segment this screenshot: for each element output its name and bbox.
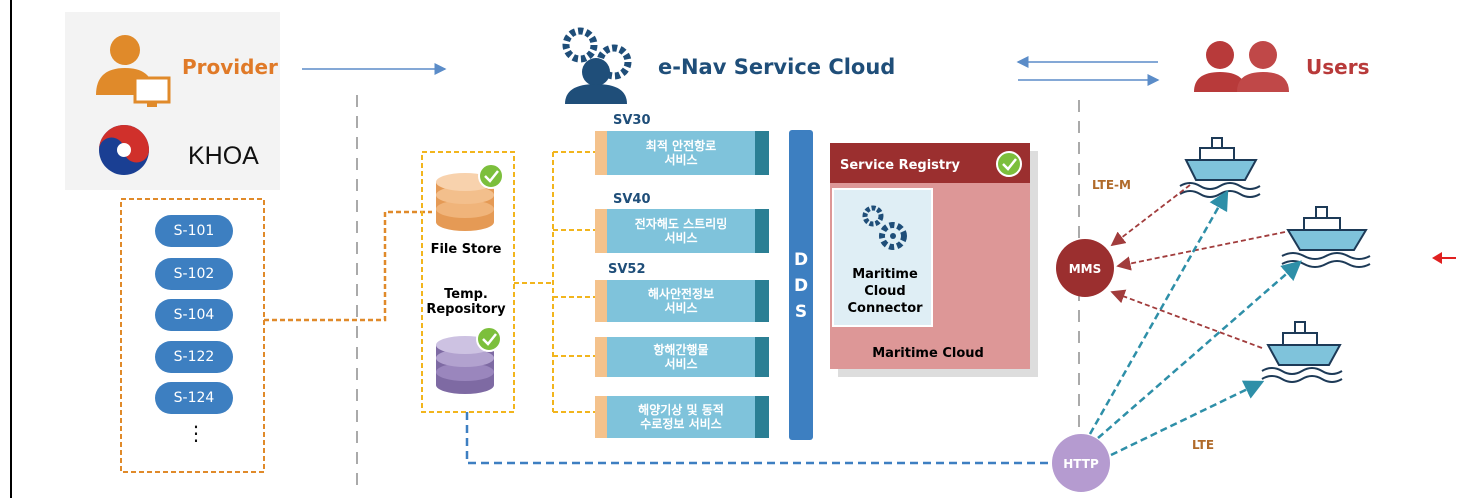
file-store-label: File Store xyxy=(430,242,502,257)
product-pill: S-101 xyxy=(155,215,233,247)
provider-icon xyxy=(96,35,171,107)
khoa-label: KHOA xyxy=(188,142,259,170)
service-registry-label: Service Registry xyxy=(840,158,960,173)
maritime-cloud-label: Maritime Cloud xyxy=(872,346,984,361)
http-node xyxy=(1052,434,1110,492)
cloud-connector-label: Maritime Cloud Connector xyxy=(847,267,923,316)
product-pill: S-124 xyxy=(155,382,233,414)
provider-panel xyxy=(65,12,280,190)
temp-repository-check-icon xyxy=(476,326,502,352)
more-products-ellipsis: ⋮ xyxy=(186,421,206,445)
dds-letter: D xyxy=(793,250,809,270)
lte-m-label: LTE-M xyxy=(1092,178,1131,192)
service-name: 해양기상 및 동적 수로정보 서비스 xyxy=(638,403,724,431)
ship-icon xyxy=(1261,321,1343,383)
http-to-ship-link xyxy=(1110,380,1265,457)
service-box-sv52 xyxy=(595,280,769,322)
service-box-weather xyxy=(595,396,769,438)
service-box-sv40 xyxy=(595,209,769,253)
service-name: 전자해도 스트리밍 서비스 xyxy=(634,217,728,245)
service-branch-lines xyxy=(553,151,595,413)
http-to-ship-link xyxy=(1097,260,1302,439)
lte-label: LTE xyxy=(1192,438,1215,452)
cloud-gears-icon xyxy=(562,27,632,104)
ship-to-mms-link xyxy=(1110,184,1191,247)
file-store-check-icon xyxy=(478,163,504,189)
product-pill: S-104 xyxy=(155,299,233,331)
products-to-store-connector xyxy=(264,210,432,322)
ship-to-mms-link xyxy=(1110,289,1263,349)
khoa-logo-icon xyxy=(99,125,149,175)
cloud-title: e-Nav Service Cloud xyxy=(658,55,896,79)
http-to-ship-link xyxy=(1088,189,1229,435)
users-icon xyxy=(1194,41,1289,92)
http-label: HTTP xyxy=(1063,457,1099,471)
users-label: Users xyxy=(1306,55,1370,79)
service-box-sv30 xyxy=(595,131,769,175)
temp-repository-icon xyxy=(436,336,494,394)
ship-icon xyxy=(1179,137,1261,198)
product-pill: S-102 xyxy=(155,258,233,290)
service-code: SV30 xyxy=(613,113,651,128)
registry-check-icon xyxy=(996,151,1022,177)
dds-bar xyxy=(789,130,813,440)
service-code: SV40 xyxy=(613,192,651,207)
mms-node xyxy=(1056,239,1114,297)
ship-to-mms-link xyxy=(1116,231,1286,271)
product-pill: S-122 xyxy=(155,341,233,373)
connector-gears-icon xyxy=(862,205,907,250)
service-name: 항해간행물 서비스 xyxy=(653,343,709,371)
provider-label: Provider xyxy=(182,55,278,79)
ship-icon xyxy=(1281,206,1371,268)
dds-letter: S xyxy=(794,302,808,322)
dds-letter: D xyxy=(793,276,809,296)
service-box-publications xyxy=(595,337,769,377)
mms-label: MMS xyxy=(1068,262,1102,276)
service-code: SV52 xyxy=(608,262,646,277)
service-name: 최적 안전항로 서비스 xyxy=(645,139,717,167)
service-name: 해사안전정보 서비스 xyxy=(647,287,715,315)
temp-repository-label: Temp. Repository xyxy=(426,287,506,317)
repo-to-http-connector xyxy=(465,412,1052,465)
connector-box xyxy=(832,188,933,327)
pointer-arrow-icon xyxy=(1432,252,1456,264)
